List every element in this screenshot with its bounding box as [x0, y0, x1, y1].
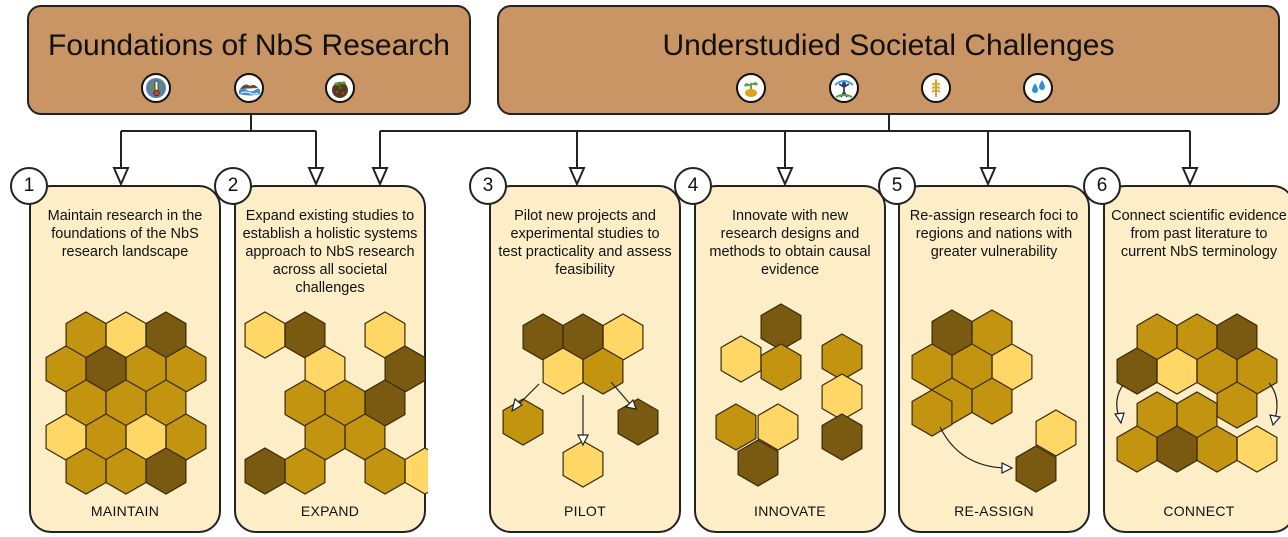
hexagon: [720, 335, 762, 383]
step-label: PILOT: [564, 503, 606, 519]
person-wellbeing-icon: [829, 73, 859, 103]
hexagon-cluster: [715, 303, 863, 487]
step-keyword: Innovate: [731, 208, 788, 224]
hexagon: [737, 439, 779, 487]
step-number-badge: 1: [10, 167, 48, 205]
hexagon: [971, 377, 1013, 425]
plant-food-icon: [736, 73, 766, 103]
step-description: Maintain research in the foundations of …: [37, 207, 213, 261]
hexagon: [1236, 425, 1278, 473]
step-card-expand: Expand existing studies to establish a h…: [234, 185, 428, 533]
step-label: RE-ASSIGN: [954, 503, 1034, 519]
step-text: research in the foundations of the NbS r…: [51, 208, 203, 260]
hexagon-cluster: [45, 311, 207, 495]
step-keyword: Re-assign: [909, 208, 976, 224]
hexagon-cluster: [911, 309, 1077, 493]
step-card-maintain: Maintain research in the foundations of …: [29, 185, 221, 533]
hexagon: [760, 343, 802, 391]
step-number-badge: 3: [469, 167, 507, 205]
hexagon: [404, 447, 428, 495]
step-keyword: Maintain: [47, 208, 103, 224]
hexagon: [911, 389, 953, 437]
step-text: scientific evidence from past literature…: [1120, 208, 1287, 260]
step-description: Re-assign research foci to regions and n…: [906, 207, 1082, 261]
step-description: Pilot new projects and experimental stud…: [497, 207, 673, 279]
flood-icon: [234, 73, 264, 103]
hexagon: [1216, 381, 1258, 429]
hexagon: [582, 347, 624, 395]
water-drops-icon: [1023, 73, 1053, 103]
step-label: MAINTAIN: [90, 503, 160, 519]
hexagon: [562, 440, 604, 488]
challenges-title: Understudied Societal Challenges: [662, 29, 1115, 62]
arrowhead-card5: [979, 167, 997, 187]
step-label: EXPAND: [300, 503, 360, 519]
hexagon: [1015, 445, 1057, 493]
arrowhead-card6: [1181, 167, 1199, 187]
step-text: with new research designs and methods to…: [709, 208, 871, 278]
arrowhead-card2-a: [307, 167, 325, 187]
pilot-arrow-right: [610, 381, 632, 406]
connect-arrow-right: [1268, 382, 1278, 420]
step-number-badge: 5: [878, 167, 916, 205]
hexagon: [821, 413, 863, 461]
thermometer-icon: [141, 73, 171, 103]
hexagon-cluster: [502, 313, 659, 488]
arrowhead-card4: [776, 167, 794, 187]
hexagon: [284, 447, 326, 495]
hexagon: [757, 403, 799, 451]
step-card-innovate: Innovate with new research designs and m…: [694, 185, 886, 533]
wheat-icon: [921, 73, 951, 103]
reassign-arrow: [939, 426, 1007, 469]
step-number-badge: 2: [214, 167, 252, 205]
hexagon: [145, 447, 187, 495]
step-label: CONNECT: [1163, 503, 1235, 519]
step-card-re-assign: Re-assign research foci to regions and n…: [898, 185, 1090, 533]
step-text: research foci to regions and nations wit…: [915, 208, 1079, 260]
step-keyword: Connect: [1111, 208, 1166, 224]
arrowhead-card3: [568, 167, 586, 187]
step-keyword: Expand: [245, 208, 295, 224]
step-text: new projects and experimental studies to…: [498, 208, 672, 278]
step-description: Innovate with new research designs and m…: [702, 207, 878, 279]
soil-seedling-icon: [325, 73, 355, 103]
hexagon-cluster: [244, 311, 428, 495]
foundations-title: Foundations of NbS Research: [48, 29, 450, 62]
arrowhead-card1: [112, 167, 130, 187]
step-number-badge: 4: [674, 167, 712, 205]
step-card-pilot: Pilot new projects and experimental stud…: [489, 185, 681, 533]
hexagon-cluster: [1113, 313, 1282, 473]
hexagon: [1035, 409, 1077, 457]
challenges-connector: [379, 115, 1191, 176]
step-description: Expand existing studies to establish a h…: [242, 207, 418, 297]
hexagon: [715, 403, 757, 451]
step-keyword: Pilot: [514, 208, 543, 224]
step-card-connect: Connect scientific evidence from past li…: [1103, 185, 1288, 533]
foundations-header: Foundations of NbS Research: [27, 5, 471, 115]
arrowhead-card2-b: [371, 167, 389, 187]
pilot-arrow-left: [516, 383, 540, 407]
challenges-header: Understudied Societal Challenges: [497, 5, 1280, 115]
step-label: INNOVATE: [754, 503, 826, 519]
step-description: Connect scientific evidence from past li…: [1111, 207, 1287, 261]
step-number-badge: 6: [1083, 167, 1121, 205]
step-text: existing studies to establish a holistic…: [242, 208, 418, 296]
hexagon: [617, 398, 659, 446]
foundations-connector: [120, 115, 317, 176]
